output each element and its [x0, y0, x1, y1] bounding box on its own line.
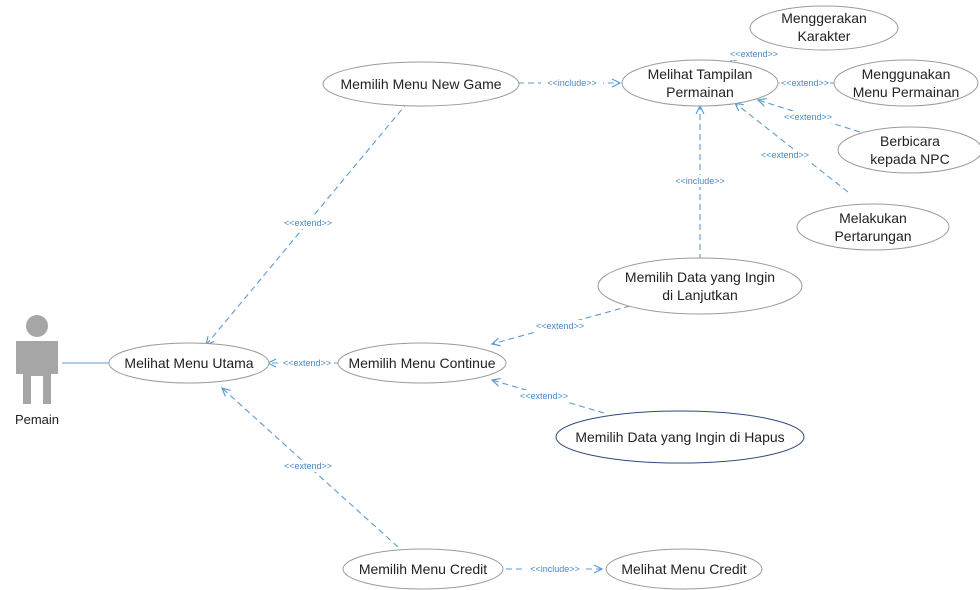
use-case-label: Menu Permainan	[853, 84, 960, 100]
use-case-label: Memilih Data yang Ingin	[625, 269, 775, 285]
use-case-label: Melihat Menu Credit	[621, 561, 746, 577]
use-case-menu-permainan	[833, 59, 979, 107]
use-case-tampilan-permainan	[621, 59, 779, 107]
use-case-label: di Lanjutkan	[662, 287, 738, 303]
extend-label: <<extend>>	[730, 49, 778, 59]
use-case-new-game	[322, 61, 520, 107]
use-case-label: Melihat Menu Utama	[124, 355, 253, 371]
use-case-label: Memilih Menu New Game	[340, 76, 501, 92]
extend-label: <<extend>>	[284, 218, 332, 228]
include-label: <<include>>	[675, 176, 725, 186]
use-case-label: Memilih Menu Credit	[359, 561, 487, 577]
use-case-label: Menggunakan	[862, 66, 951, 82]
use-case-label: kepada NPC	[870, 151, 949, 167]
use-case-lihat-credit	[605, 548, 763, 590]
use-case-label: Berbicara	[880, 133, 940, 149]
use-case-menu-continue	[337, 342, 507, 384]
use-case-label: Menggerakan	[781, 10, 867, 26]
actor-body-icon	[16, 341, 58, 404]
extend-label: <<extend>>	[781, 78, 829, 88]
extend-label: <<extend>>	[761, 150, 809, 160]
include-label: <<include>>	[547, 78, 597, 88]
use-case-menu-utama	[108, 342, 270, 384]
use-case-label: Melakukan	[839, 210, 907, 226]
use-case-menu-credit	[342, 548, 504, 590]
actor-pemain: Pemain	[15, 315, 59, 427]
extend-label: <<extend>>	[284, 461, 332, 471]
extend-tarung-line	[735, 103, 849, 193]
use-case-label: Melihat Tampilan	[648, 66, 753, 82]
use-case-data-lanjutkan	[597, 257, 803, 315]
use-case-menggerakan-karakter	[749, 5, 899, 51]
include-label: <<include>>	[530, 564, 580, 574]
use-case-label: Pertarungan	[834, 228, 911, 244]
extend-label: <<extend>>	[283, 358, 331, 368]
extend-label: <<extend>>	[784, 112, 832, 122]
actor-head	[26, 315, 48, 337]
use-case-label: Memilih Data yang Ingin di Hapus	[575, 429, 784, 445]
use-case-data-hapus	[555, 410, 805, 464]
use-case-label: Memilih Menu Continue	[348, 355, 495, 371]
use-case-label: Karakter	[798, 28, 851, 44]
extend-label: <<extend>>	[520, 391, 568, 401]
extend-label: <<extend>>	[536, 321, 584, 331]
use-case-berbicara-npc	[837, 126, 980, 174]
extend-new-game-line	[206, 101, 409, 345]
use-case-pertarungan	[796, 203, 950, 251]
actor-label: Pemain	[15, 412, 59, 427]
use-case-label: Permainan	[666, 84, 734, 100]
